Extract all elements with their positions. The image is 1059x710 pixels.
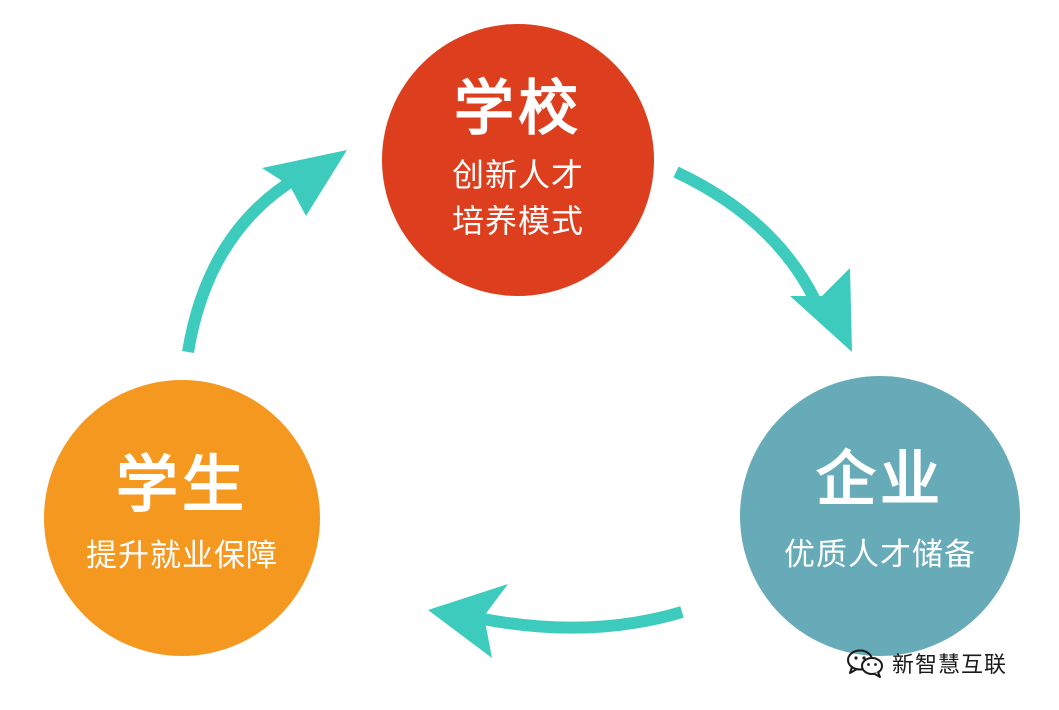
arrow-student-to-school	[182, 150, 347, 353]
node-student-subtitle: 提升就业保障	[86, 537, 278, 574]
node-school: 学校 创新人才培养模式	[382, 24, 654, 296]
node-school-subtitle: 创新人才培养模式	[451, 155, 584, 240]
arrow-enterprise-to-student	[428, 584, 684, 658]
wechat-icon	[847, 649, 883, 678]
watermark-text: 新智慧互联	[892, 653, 1008, 678]
watermark: 新智慧互联	[846, 646, 1007, 680]
node-enterprise-title: 企业	[816, 444, 944, 515]
node-student: 学生 提升就业保障	[44, 380, 320, 656]
node-student-title: 学生	[115, 448, 248, 522]
node-enterprise-subtitle: 优质人才储备	[784, 536, 976, 573]
node-enterprise: 企业 优质人才储备	[740, 376, 1020, 656]
arrow-school-to-enterprise	[673, 166, 852, 352]
node-school-title: 学校	[454, 73, 582, 144]
